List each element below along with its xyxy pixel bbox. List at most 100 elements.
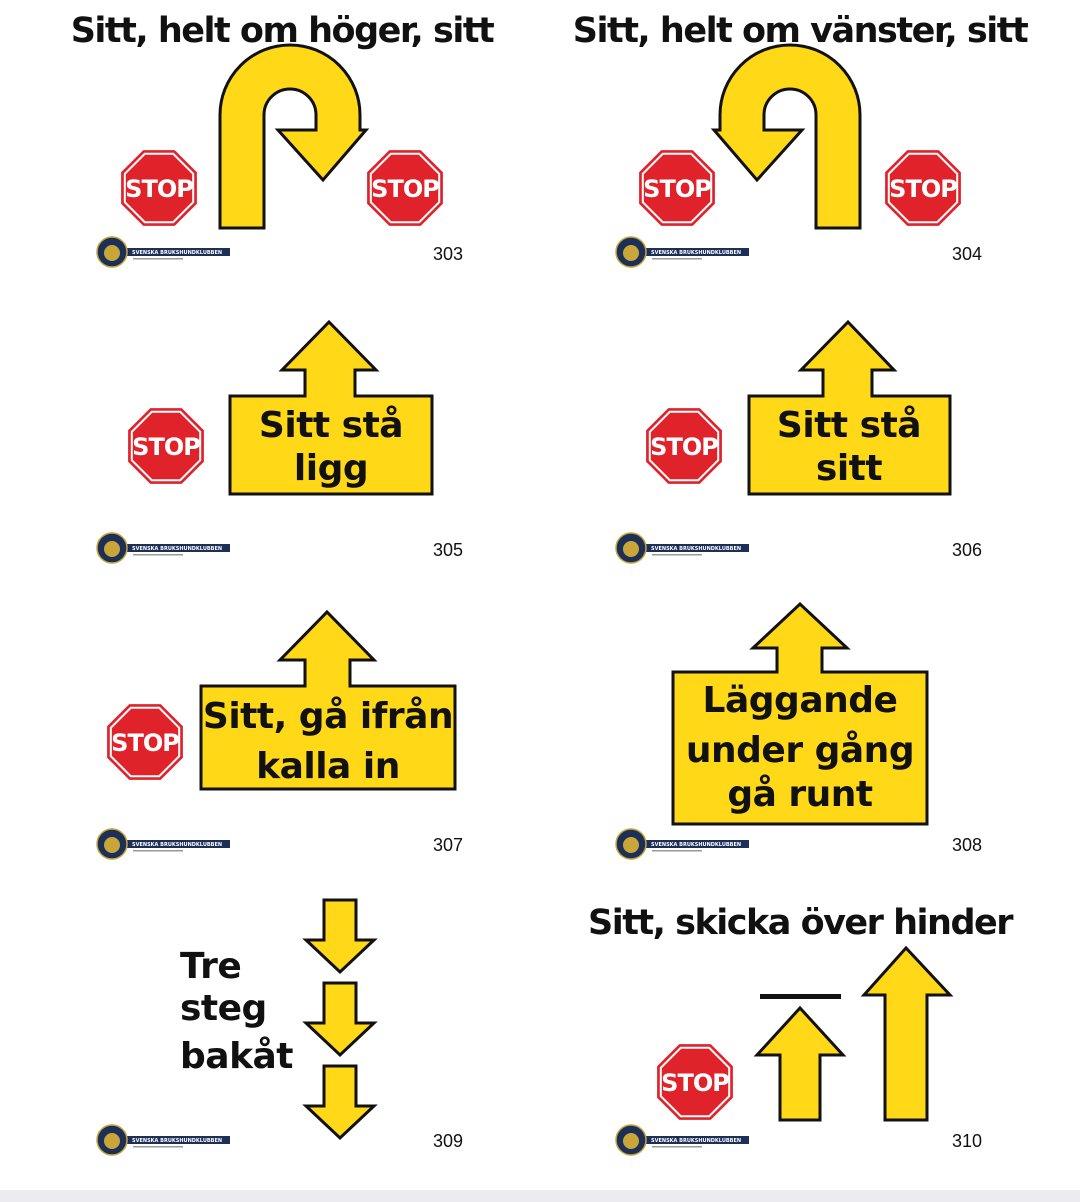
- logo-text: SVENSKA BRUKSHUNDKLUBBEN: [132, 546, 222, 552]
- stop-octagon-outer: [639, 150, 715, 226]
- hurdle-bar: [760, 994, 841, 999]
- club-logo: SVENSKA BRUKSHUNDKLUBBEN: [96, 532, 230, 564]
- dog-head-icon: [104, 245, 120, 261]
- stop-octagon-border: [641, 152, 713, 224]
- stop-label: STOP: [650, 433, 718, 461]
- card-308: Läggande under gång gå runt 308 SVENSKA …: [615, 601, 982, 860]
- club-logo: SVENSKA BRUKSHUNDKLUBBEN: [615, 532, 749, 564]
- logo-bar: [123, 544, 230, 552]
- dog-head-icon: [104, 541, 120, 557]
- dog-head-icon: [623, 541, 639, 557]
- copyright-line: [133, 850, 183, 852]
- copyright-line: [133, 554, 183, 556]
- logo-text: SVENSKA BRUKSHUNDKLUBBEN: [132, 1138, 222, 1144]
- forward-arrow-box: [228, 319, 434, 496]
- logo-text: SVENSKA BRUKSHUNDKLUBBEN: [132, 250, 222, 256]
- club-logo: SVENSKA BRUKSHUNDKLUBBEN: [615, 236, 749, 268]
- logo-bar: [642, 840, 749, 848]
- stop-label: STOP: [889, 175, 957, 203]
- club-logo: SVENSKA BRUKSHUNDKLUBBEN: [96, 828, 230, 860]
- card-number: 306: [952, 540, 982, 560]
- stop-octagon-outer: [885, 150, 961, 226]
- logo-bar: [123, 1136, 230, 1144]
- card-number: 305: [433, 540, 463, 560]
- sign-text: bakåt: [180, 1036, 293, 1077]
- stop-octagon-outer: [646, 408, 722, 484]
- card-310: Sitt, skicka över hinder STOP 310 SVENSK…: [588, 903, 1016, 1156]
- u-turn-right-arrow-icon: [218, 43, 370, 230]
- sign-text: Sitt, gå ifrån: [203, 696, 453, 737]
- stop-octagon-outer: [121, 150, 197, 226]
- stop-sign-icon: STOP: [639, 150, 715, 226]
- card-number: 309: [433, 1131, 463, 1151]
- card-304: Sitt, helt om vänster, sitt STOP STOP 30…: [573, 11, 1029, 268]
- card-number: 310: [952, 1131, 982, 1151]
- club-logo: SVENSKA BRUKSHUNDKLUBBEN: [96, 1124, 230, 1156]
- dog-head-icon: [623, 245, 639, 261]
- stop-octagon-outer: [128, 408, 204, 484]
- logo-text: SVENSKA BRUKSHUNDKLUBBEN: [651, 546, 741, 552]
- sign-text: under gång: [686, 730, 914, 771]
- card-title: Sitt, skicka över hinder: [588, 903, 1014, 943]
- stop-sign-icon: STOP: [646, 408, 722, 484]
- card-number: 308: [952, 835, 982, 855]
- logo-bar: [123, 248, 230, 256]
- stop-label: STOP: [643, 175, 711, 203]
- stop-octagon-outer: [657, 1044, 733, 1120]
- card-number: 307: [433, 835, 463, 855]
- stop-label: STOP: [371, 175, 439, 203]
- copyright-line: [652, 554, 702, 556]
- stop-octagon-border: [659, 1046, 731, 1118]
- short-up-arrow-icon: [753, 1005, 847, 1122]
- long-up-arrow-icon: [860, 945, 954, 1122]
- stop-sign-icon: STOP: [121, 150, 197, 226]
- forward-arrow-box: [747, 319, 952, 496]
- logo-bar: [123, 840, 230, 848]
- stop-octagon-border: [109, 706, 181, 778]
- down-arrow-icon: [302, 981, 378, 1058]
- sign-text: kalla in: [256, 746, 400, 787]
- card-number: 303: [433, 244, 463, 264]
- stop-octagon-border: [369, 152, 441, 224]
- sign-text: Sitt stå: [259, 405, 403, 446]
- club-logo: SVENSKA BRUKSHUNDKLUBBEN: [615, 828, 749, 860]
- sign-text: ligg: [294, 448, 368, 489]
- logo-bar: [642, 544, 749, 552]
- stop-label: STOP: [111, 729, 179, 757]
- sign-text: Läggande: [703, 680, 898, 721]
- stop-label: STOP: [661, 1069, 729, 1097]
- logo-text: SVENSKA BRUKSHUNDKLUBBEN: [132, 842, 222, 848]
- club-logo: SVENSKA BRUKSHUNDKLUBBEN: [615, 1124, 749, 1156]
- stop-label: STOP: [132, 433, 200, 461]
- card-306: Sitt stå sitt STOP 306 SVENSKA BRUKSHUND…: [615, 319, 982, 564]
- card-305: Sitt stå ligg STOP 305 SVENSKA BRUKSHUND…: [96, 319, 463, 564]
- logo-bar: [642, 248, 749, 256]
- dog-head-icon: [623, 1133, 639, 1149]
- forward-arrow-box: [199, 609, 457, 791]
- stop-octagon-outer: [367, 150, 443, 226]
- card-303: Sitt, helt om höger, sitt STOP STOP 303 …: [71, 11, 496, 268]
- logo-bar: [642, 1136, 749, 1144]
- stop-sign-icon: STOP: [657, 1044, 733, 1120]
- copyright-line: [652, 1146, 702, 1148]
- page-edge: [0, 1190, 1080, 1202]
- down-arrow-icon: [302, 1064, 378, 1141]
- dog-head-icon: [623, 837, 639, 853]
- logo-text: SVENSKA BRUKSHUNDKLUBBEN: [651, 842, 741, 848]
- club-logo: SVENSKA BRUKSHUNDKLUBBEN: [96, 236, 230, 268]
- stop-octagon-outer: [107, 704, 183, 780]
- down-arrow-icon: [302, 898, 378, 975]
- stop-sign-icon: STOP: [128, 408, 204, 484]
- stop-sign-icon: STOP: [107, 704, 183, 780]
- stop-octagon-border: [887, 152, 959, 224]
- logo-text: SVENSKA BRUKSHUNDKLUBBEN: [651, 1138, 741, 1144]
- stop-octagon-border: [130, 410, 202, 482]
- copyright-line: [133, 258, 183, 260]
- u-turn-left-arrow-icon: [710, 43, 862, 230]
- dog-head-icon: [104, 837, 120, 853]
- stop-label: STOP: [125, 175, 193, 203]
- dog-head-icon: [104, 1133, 120, 1149]
- card-307: Sitt, gå ifrån kalla in STOP 307 SVENSKA…: [96, 609, 463, 860]
